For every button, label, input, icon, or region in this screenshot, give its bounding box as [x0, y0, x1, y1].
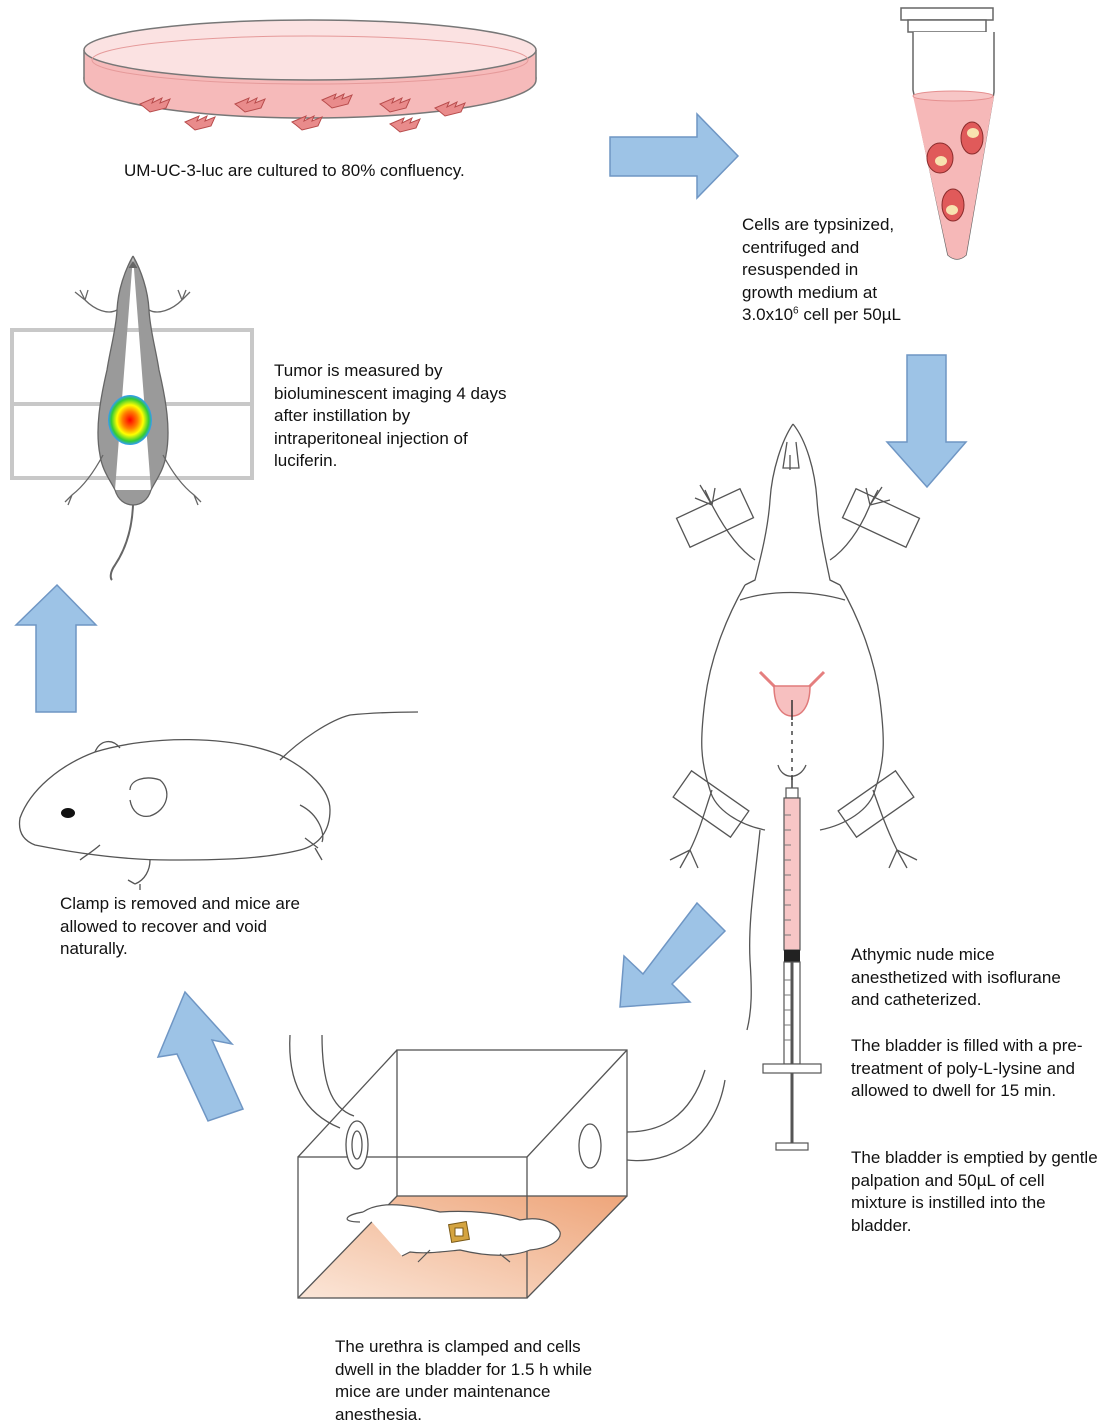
- caption-trypsin-concentration: 3.0x106 cell per 50µL: [742, 304, 942, 327]
- caption-instill: The bladder is emptied by gentle palpati…: [851, 1147, 1103, 1237]
- arrow-up-diagonal: [158, 992, 243, 1121]
- conc-unit: cell per 50µL: [799, 305, 901, 324]
- caption-culture: UM-UC-3-luc are cultured to 80% confluen…: [124, 160, 544, 183]
- caption-trypsin: Cells are typsinized, centrifuged and re…: [742, 214, 942, 327]
- recovering-mouse-icon: [20, 712, 418, 890]
- caption-imaging: Tumor is measured by bioluminescent imag…: [274, 360, 514, 473]
- caption-anesthesia: Athymic nude mice anesthetized with isof…: [851, 944, 1091, 1012]
- arrow-down-left: [620, 903, 725, 1007]
- petri-dish-icon: [84, 20, 536, 132]
- arrow-up: [16, 585, 96, 712]
- caption-clamp: The urethra is clamped and cells dwell i…: [335, 1336, 620, 1426]
- imaging-mouse-icon: [12, 256, 252, 580]
- conc-base: 3.0x10: [742, 305, 793, 324]
- caption-pretreat: The bladder is filled with a pre-treatme…: [851, 1035, 1101, 1103]
- caption-trypsin-line1: Cells are typsinized,: [742, 214, 942, 237]
- caption-trypsin-line2: centrifuged and: [742, 237, 942, 260]
- syringe-icon: [763, 775, 821, 1150]
- arrow-right: [610, 114, 738, 198]
- anesthesia-chamber-icon: [290, 1035, 725, 1298]
- arrow-down: [887, 355, 966, 487]
- caption-trypsin-line3: resuspended in: [742, 259, 942, 282]
- caption-trypsin-line4: growth medium at: [742, 282, 942, 305]
- mouse-eye-icon: [61, 808, 75, 818]
- bladder-icon: [760, 672, 824, 782]
- caption-recover: Clamp is removed and mice are allowed to…: [60, 893, 332, 961]
